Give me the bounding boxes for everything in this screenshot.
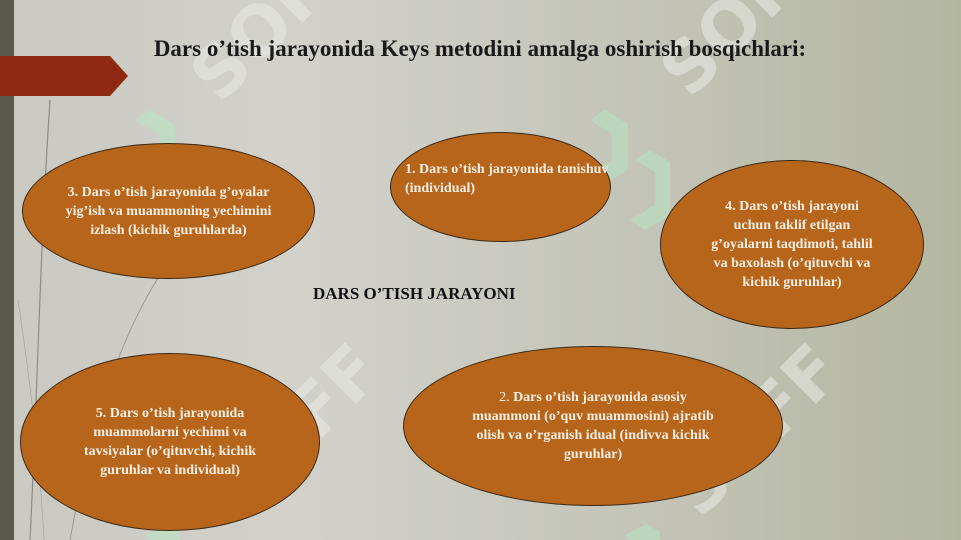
stage-3-oval: 3. Dars o’tish jarayonida g’oyalar yig’i…	[22, 143, 315, 279]
slide-title: Dars o’tish jarayonida Keys metodini ama…	[153, 36, 807, 61]
stage-1-text: 1. Dars o’tish jarayonida tanishuv (indi…	[405, 162, 609, 196]
stage-4-text: 4. Dars o’tish jarayoni uchun taklif eti…	[711, 199, 873, 290]
stage-5-oval: 5. Dars o’tish jarayonida muammolarni ye…	[20, 353, 320, 531]
left-decor-strip	[0, 0, 14, 540]
center-label: DARS O’TISH JARAYONI	[313, 284, 516, 303]
stage-4-oval: 4. Dars o’tish jarayoni uchun taklif eti…	[660, 160, 924, 329]
stage-2-body: Dars o’tish jarayonida asosiy muammoni (…	[472, 390, 714, 462]
stage-3-text: 3. Dars o’tish jarayonida g’oyalar yig’i…	[65, 184, 272, 238]
stage-1-oval: 1. Dars o’tish jarayonida tanishuv (indi…	[390, 132, 611, 242]
stage-2-text: 2. Dars o’tish jarayonida asosiy muammon…	[468, 388, 718, 464]
stage-5-text: 5. Dars o’tish jarayonida muammolarni ye…	[83, 406, 257, 478]
stage-2-number: 2.	[499, 390, 514, 405]
stage-2-oval: 2. Dars o’tish jarayonida asosiy muammon…	[403, 346, 783, 506]
red-accent-tab	[0, 56, 128, 96]
